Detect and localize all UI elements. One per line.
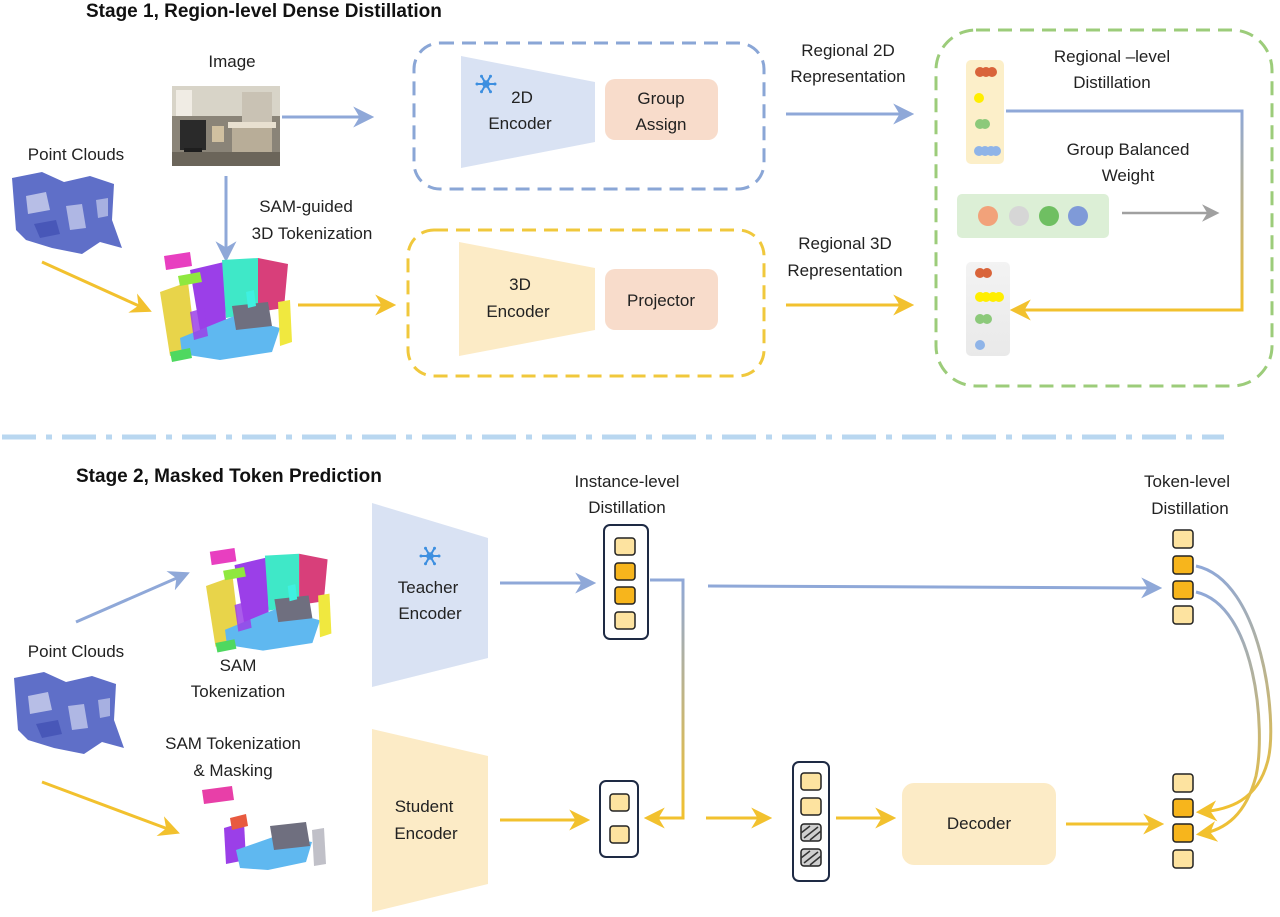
masked-scene [202,786,326,870]
target-tokens [1172,529,1194,625]
sam-mask-label-line1: SAM Tokenization [165,734,301,753]
teacher-tokens [614,537,636,630]
group-weight-dots [978,206,1088,226]
decoder-box [902,783,1056,865]
gbw-label-line1: Group Balanced [1067,140,1190,159]
encoder3d-shape [459,242,595,356]
group-assign-box [605,79,718,140]
image-label: Image [208,52,255,71]
projector-label: Projector [627,291,695,310]
token-distill-curve-1 [1195,564,1273,822]
sam-tokenized-scene-stage2 [206,548,332,653]
token-distill-curve-2 [1195,590,1261,842]
feature-column-3d [966,262,1010,356]
student-label-line1: Student [395,797,454,816]
predicted-tokens [1172,773,1194,869]
point-clouds-label-stage2: Point Clouds [28,642,124,661]
arrow-pc-to-sam-stage1 [41,260,152,313]
student-label-line2: Encoder [394,824,458,843]
projector-box [605,269,718,330]
instance-label-line2: Distillation [588,498,665,517]
encoder2d-label-line2: Encoder [488,114,552,133]
regional3d-label-line2: Representation [787,261,902,280]
stage1-title: Stage 1, Region-level Dense Distillation [86,1,442,22]
sam-tok-label-line2: Tokenization [191,682,286,701]
decoder-label: Decoder [947,814,1012,833]
regional2d-label-line2: Representation [790,67,905,86]
tokenization-label-line2: 3D Tokenization [252,224,373,243]
gbw-label-line2: Weight [1102,166,1155,185]
group-assign-label-line1: Group [637,89,684,108]
arrow-pc-to-sam-stage2 [75,571,190,624]
sam-tokenized-scene-stage1 [160,252,292,362]
student-token-column [599,780,639,858]
encoder2d-label-line1: 2D [511,88,533,107]
regional-distill-label-line2: Distillation [1073,73,1150,92]
teacher-encoder-shape [372,503,488,687]
feature-column-2d [966,60,1004,164]
token-label-line2: Distillation [1151,499,1228,518]
arrow-teacher-to-token [707,577,1163,599]
regional-distill-label-line1: Regional –level [1054,47,1170,66]
sam-mask-label-line2: & Masking [193,761,272,780]
point-cloud-stage1 [12,172,122,254]
feature-dots-2d [974,67,1001,156]
teacher-label-line2: Encoder [398,604,462,623]
masked-tokens [800,772,822,867]
scene-photo [172,86,280,166]
instance-distill-link [643,578,685,829]
teacher-label-line1: Teacher [398,578,459,597]
encoder2d-shape [461,56,595,168]
student-encoder-shape [372,729,488,912]
point-cloud-stage2 [14,672,124,754]
encoder3d-group [406,228,766,378]
distillation-loop [1006,109,1244,321]
student-tokens [609,793,630,844]
group-assign-label-line2: Assign [635,115,686,134]
regional2d-label-line1: Regional 2D [801,41,895,60]
encoder3d-label-line2: Encoder [486,302,550,321]
feature-dots-3d [975,268,1004,350]
token-label-line1: Token-level [1144,472,1230,491]
point-clouds-label-stage1: Point Clouds [28,145,124,164]
instance-label-line1: Instance-level [575,472,680,491]
sam-tok-label-line1: SAM [220,656,257,675]
group-weight-panel [957,194,1109,238]
encoder3d-label-line1: 3D [509,275,531,294]
arrow-pc-to-masked [41,780,180,836]
tokenization-label-line1: SAM-guided [259,197,353,216]
stage2-title: Stage 2, Masked Token Prediction [76,466,382,487]
regional3d-label-line1: Regional 3D [798,234,892,253]
encoder2d-group [412,41,766,191]
